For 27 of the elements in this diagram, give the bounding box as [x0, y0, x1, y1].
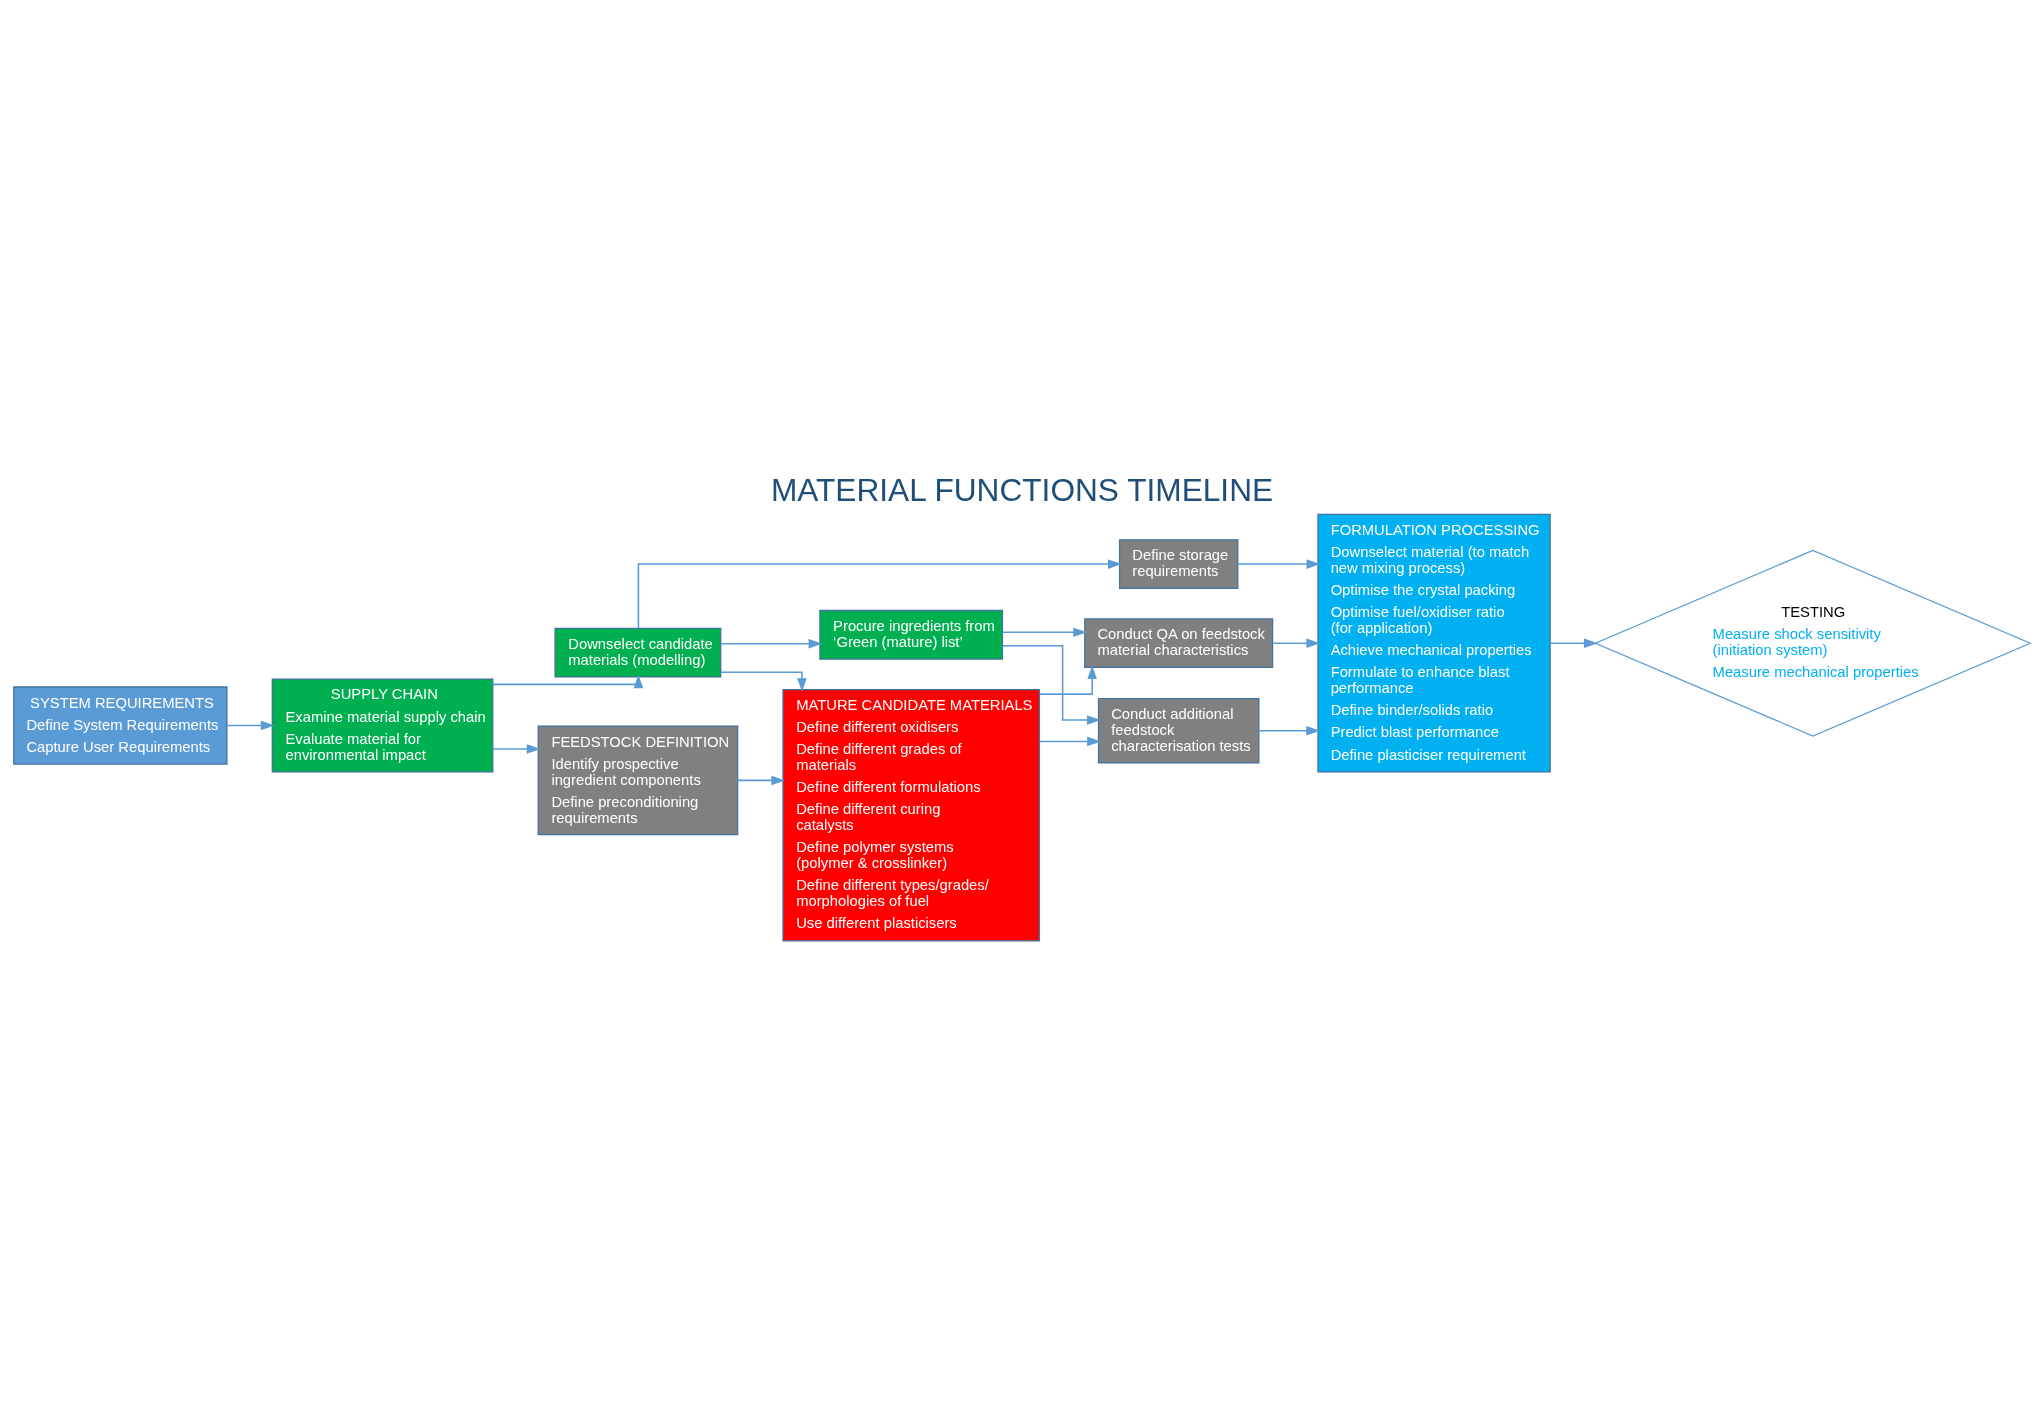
arrow [492, 744, 541, 754]
arrow [1549, 638, 1598, 649]
node-diamond: TESTING Measure shock sensitivity (initiation system) Measure mechanical properties [1593, 549, 2032, 737]
arrow [720, 638, 823, 649]
node-box: FORMULATION PROCESSING Downselect material (to match new mixing process) Optimise the crystal packing Optimise fuel/oxidiser ratio (for application) Achieve mechanical properties Formulate to enhance blast performance Define binder/solids ratio Predict blast performance Define plasticiser requirement [1317, 513, 1551, 773]
arrow [1237, 559, 1321, 569]
node-box: Procure ingredients from ‘Green (mature) list’ [819, 609, 1004, 660]
node-box: Downselect candidate materials (modelling) [554, 627, 722, 678]
node-box: SYSTEM REQUIREMENTS Define System Requirements Capture User Requirements [13, 686, 228, 765]
node-box: Define storage requirements [1118, 539, 1239, 589]
arrow [1002, 644, 1101, 725]
arrow [720, 671, 807, 692]
arrow [492, 674, 644, 689]
node-box: FEEDSTOCK DEFINITION Identify prospective ingredient components Define preconditioning requirements [537, 725, 739, 836]
node-box: Conduct QA on feedstock material characteristics [1084, 618, 1274, 669]
node-box: Conduct additional feedstock characterisation tests [1097, 697, 1260, 764]
diagram-title: MATERIAL FUNCTIONS TIMELINE [770, 471, 1274, 508]
node-box: MATURE CANDIDATE MATERIALS Define different oxidisers Define different grades of materials Define different formulations Define different curing catalysts Define polymer systems (polymer & crosslinker) Define different types/grades/ morphologies of fuel Use different plasticisers [782, 689, 1041, 942]
arrow [1001, 627, 1087, 638]
arrow [1258, 726, 1320, 736]
arrow [1038, 736, 1101, 747]
arrow [226, 720, 275, 731]
arrow [1039, 665, 1097, 695]
arrow [1271, 638, 1321, 649]
arrow [637, 559, 1122, 629]
arrow [736, 775, 786, 786]
node-box: SUPPLY CHAIN Examine material supply chain Evaluate material for environmental impact [271, 678, 494, 773]
